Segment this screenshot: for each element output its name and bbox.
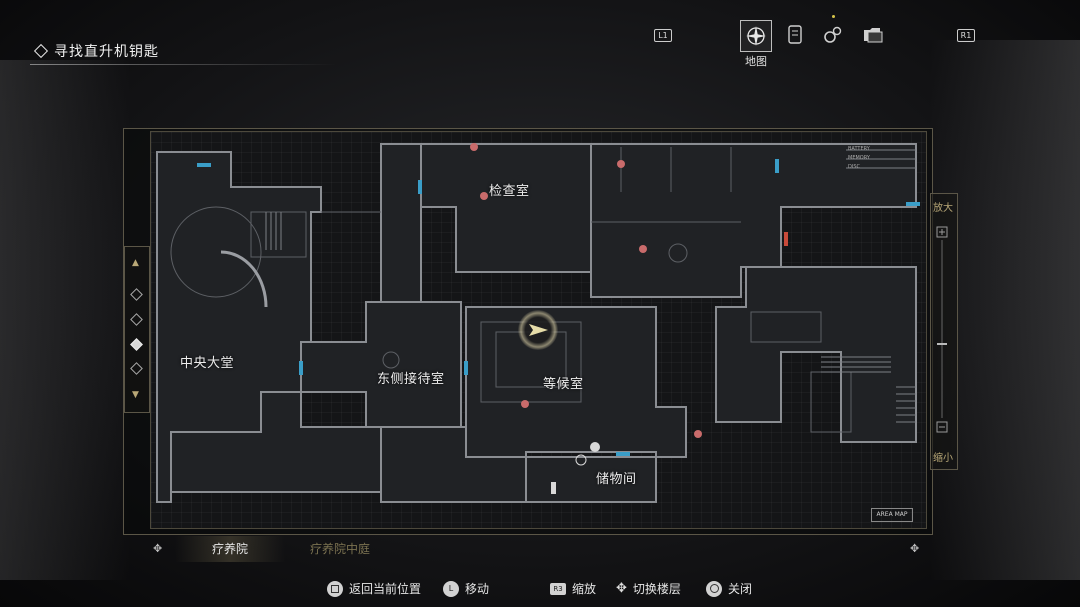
- room-east: [715, 266, 917, 443]
- status-memory: MEMORY: [848, 155, 871, 161]
- tab-map-label: 地图: [745, 55, 767, 68]
- room-label-east-reception: 东侧接待室: [377, 372, 445, 387]
- gears-icon: [824, 26, 842, 43]
- room-south-west: [170, 391, 382, 493]
- objective-diamond-icon: [33, 43, 49, 59]
- door-unlocked: [299, 361, 303, 375]
- room-label-exam-room: 检查室: [489, 184, 530, 199]
- item-marker: [480, 192, 488, 200]
- typewriter-icon: [575, 454, 587, 466]
- item-marker: [521, 400, 529, 408]
- control-label: 缩放: [572, 582, 597, 596]
- map-compass-icon: [746, 26, 766, 46]
- left-stick-icon: L: [443, 580, 459, 597]
- room-label-storage: 储物间: [596, 472, 637, 487]
- door-unlocked: [197, 163, 211, 167]
- player-marker: [518, 310, 558, 350]
- tab-inventory[interactable]: [858, 20, 888, 50]
- map-canvas[interactable]: BATTERY MEMORY DISC: [150, 131, 927, 529]
- floor-selector[interactable]: [124, 246, 150, 413]
- room-east-reception: [300, 301, 462, 428]
- item-marker: [694, 430, 702, 438]
- zoom-track[interactable]: [936, 226, 950, 436]
- control-zoom[interactable]: R3 缩放: [550, 580, 596, 597]
- control-move[interactable]: L 移动: [443, 580, 489, 597]
- status-disc: DISC: [848, 164, 860, 170]
- objective-text: 寻找直升机钥匙: [54, 44, 159, 60]
- objective: 寻找直升机钥匙: [33, 41, 159, 61]
- floor-up-arrow-icon[interactable]: ▲: [132, 258, 139, 268]
- save-point-icon: [590, 442, 600, 452]
- control-return-position[interactable]: 返回当前位置: [327, 580, 421, 597]
- door-unlocked: [616, 452, 630, 456]
- control-label: 返回当前位置: [349, 582, 422, 596]
- corridor-west: [380, 143, 422, 303]
- item-marker: [470, 143, 478, 151]
- square-button-icon: [327, 580, 343, 597]
- l1-button-hint[interactable]: L1: [654, 29, 672, 42]
- r3-button-icon: R3: [550, 582, 566, 595]
- room-exam: [420, 143, 592, 273]
- background-left: [0, 60, 130, 580]
- door-locked: [784, 232, 788, 246]
- control-switch-floor[interactable]: ✥ 切换楼层: [616, 580, 681, 597]
- control-close[interactable]: 关闭: [706, 580, 752, 597]
- control-label: 移动: [465, 582, 490, 596]
- tab-floor-courtyard[interactable]: 疗养院中庭: [309, 542, 370, 556]
- tab-map[interactable]: [740, 20, 772, 52]
- folder-icon: [864, 28, 883, 43]
- tab-items[interactable]: [818, 20, 848, 50]
- floor-plan: BATTERY MEMORY DISC: [156, 143, 920, 503]
- status-battery: BATTERY: [848, 146, 871, 152]
- control-label: 关闭: [728, 582, 753, 596]
- dpad-right-icon[interactable]: ✥: [910, 542, 920, 555]
- door-unlocked: [775, 159, 779, 173]
- door-unlocked: [906, 202, 920, 206]
- room-south-middle: [380, 426, 527, 503]
- tab-floor-sanatorium[interactable]: 疗养院: [175, 536, 285, 562]
- dpad-icon: ✥: [616, 581, 627, 596]
- control-label: 切换楼层: [632, 582, 681, 596]
- objective-underline: [30, 64, 336, 65]
- files-icon: [788, 25, 802, 44]
- dpad-left-icon[interactable]: ✥: [153, 542, 163, 555]
- circle-button-icon: [706, 580, 722, 597]
- area-map-badge: AREA MAP: [871, 508, 913, 522]
- r1-button-hint[interactable]: R1: [957, 29, 975, 42]
- bottle-icon: [551, 482, 556, 494]
- notification-dot: [832, 15, 835, 18]
- room-label-waiting-room: 等候室: [543, 377, 584, 392]
- door-unlocked: [418, 180, 422, 194]
- item-marker: [617, 160, 625, 168]
- item-marker: [639, 245, 647, 253]
- tab-files[interactable]: [780, 20, 810, 50]
- zoom-in-label[interactable]: 放大: [933, 203, 953, 214]
- zoom-slider[interactable]: [930, 193, 958, 470]
- room-label-central-hall: 中央大堂: [180, 356, 235, 371]
- zoom-out-label[interactable]: 缩小: [933, 453, 953, 464]
- door-unlocked: [464, 361, 468, 375]
- player-arrow-icon: [529, 324, 548, 336]
- floor-down-arrow-icon[interactable]: ▼: [132, 390, 139, 400]
